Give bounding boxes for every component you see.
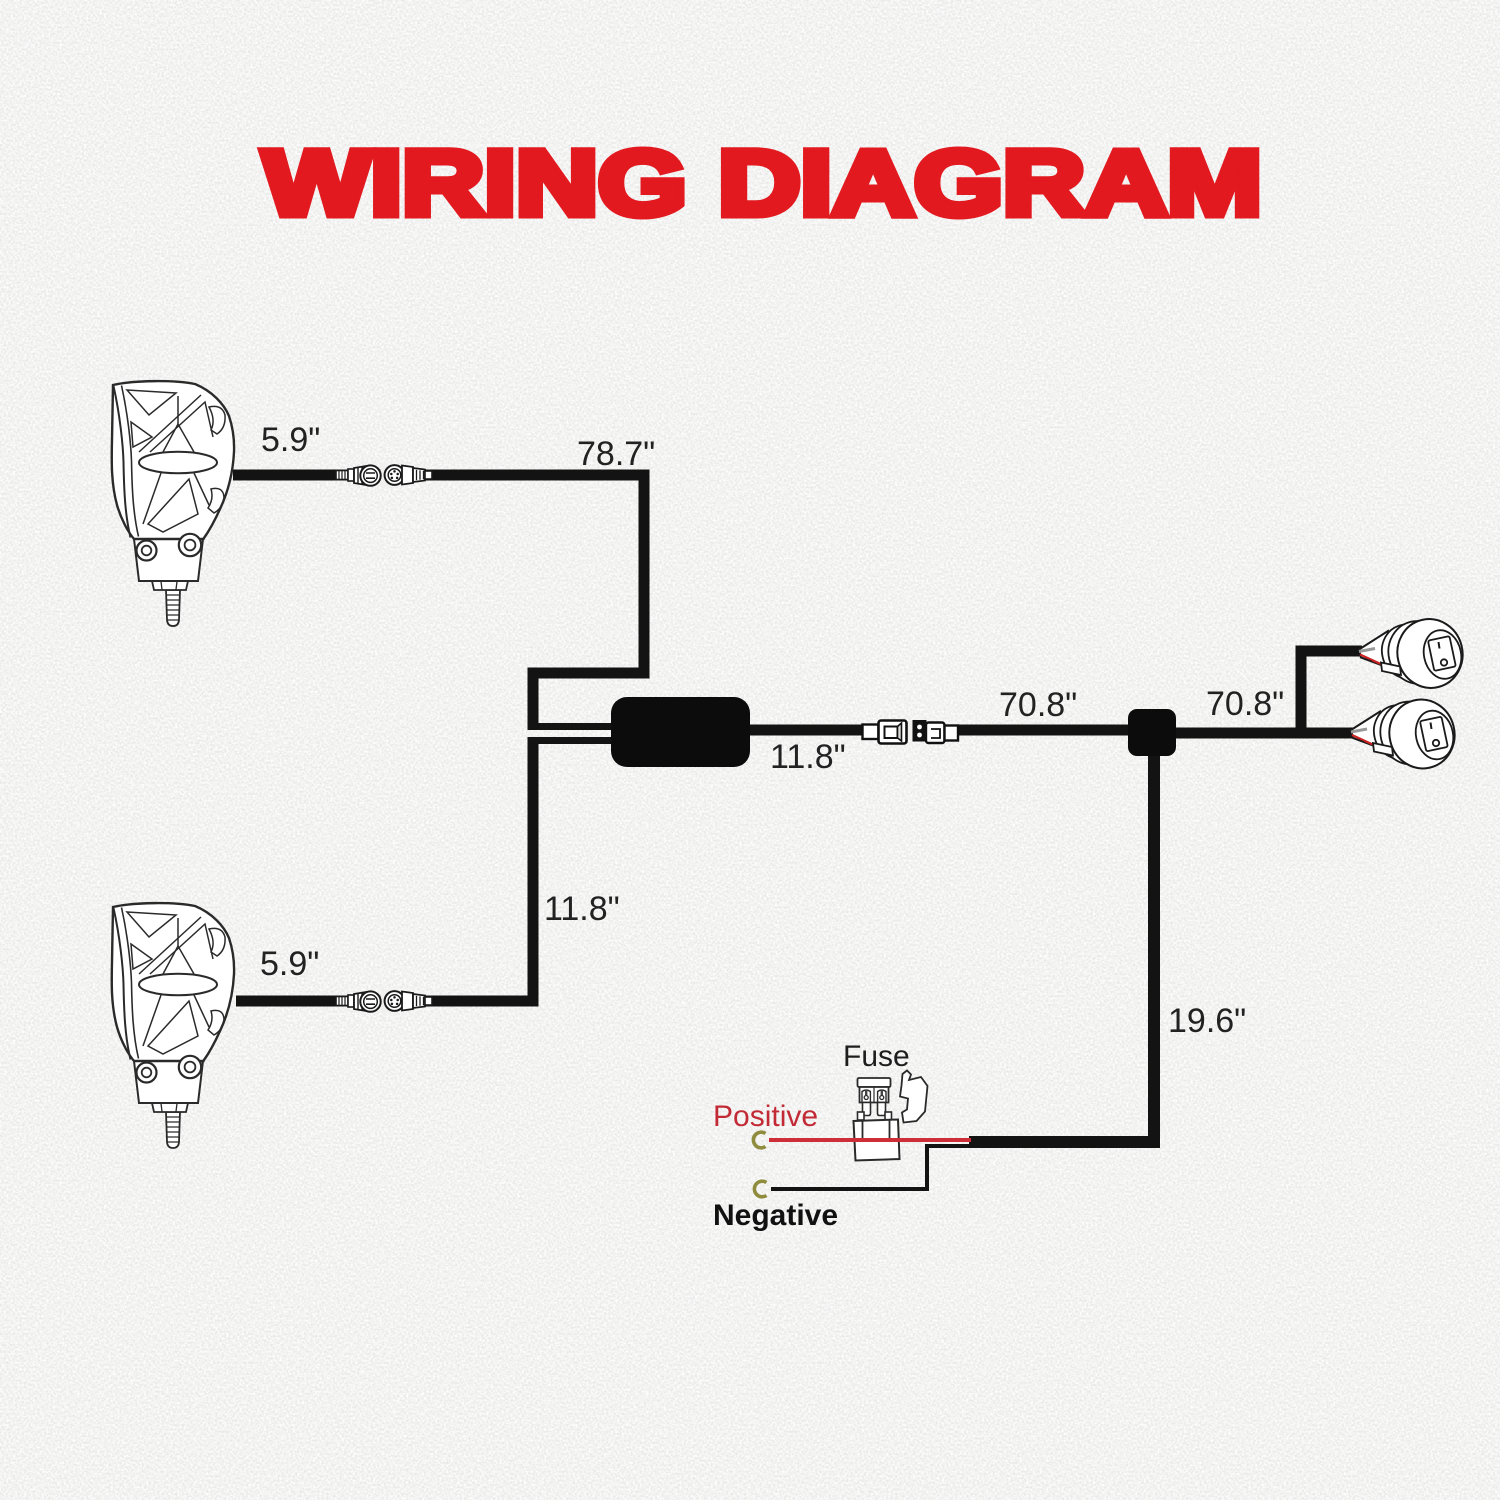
svg-text:5.9": 5.9" [261,421,320,459]
svg-text:19.6": 19.6" [1168,1002,1246,1040]
svg-text:Fuse: Fuse [843,1040,910,1073]
svg-text:Negative: Negative [713,1199,838,1232]
svg-text:11.8": 11.8" [544,890,620,928]
svg-text:Positive: Positive [713,1100,818,1133]
svg-text:5.9": 5.9" [260,945,319,983]
svg-text:70.8": 70.8" [1206,685,1284,723]
svg-text:11.8": 11.8" [770,738,846,776]
svg-text:WIRING DIAGRAM: WIRING DIAGRAM [263,133,1262,235]
svg-text:70.8": 70.8" [999,686,1077,724]
svg-text:78.7": 78.7" [577,435,655,473]
